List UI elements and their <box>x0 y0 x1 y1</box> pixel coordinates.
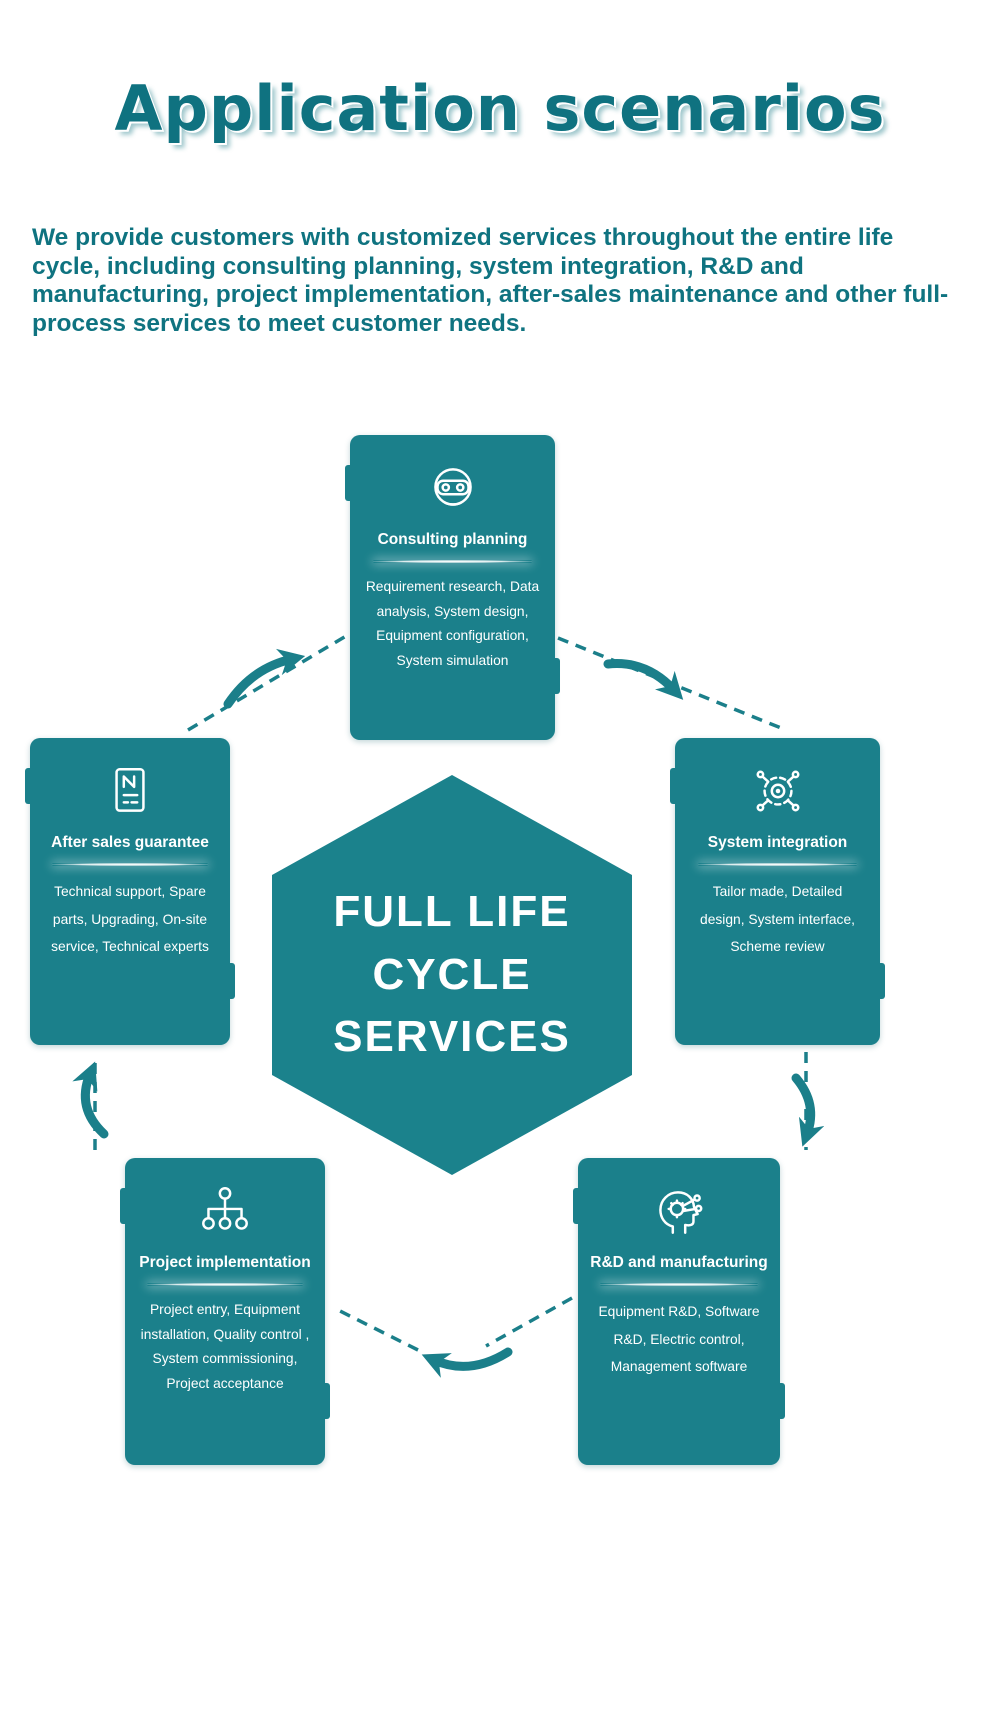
card-system-integration: System integration Tailor made, Detailed… <box>670 738 885 1045</box>
card-description: Tailor made, Detailed design, System int… <box>700 884 855 955</box>
hexagon-line-3: SERVICES <box>333 1012 571 1062</box>
card-after-sales-guarantee: After sales guarantee Technical support,… <box>25 738 235 1045</box>
dashed-link-top-to-right <box>557 636 787 732</box>
dashed-link-bottomright-to-arrow <box>485 1296 573 1348</box>
card-divider <box>52 863 208 866</box>
page-title: Application scenarios <box>114 72 886 145</box>
integration-icon <box>756 770 799 812</box>
card-title: System integration <box>707 834 848 851</box>
card-title: After sales guarantee <box>51 834 209 851</box>
arrow-left-to-top <box>223 648 306 709</box>
arrow-bottomright-to-bottomleft <box>421 1347 513 1378</box>
card-divider <box>600 1283 758 1286</box>
card-divider <box>697 863 858 866</box>
card-divider <box>147 1283 303 1286</box>
card-rd-and-manufacturing: R&D and manufacturing Equipment R&D, Sof… <box>573 1158 785 1465</box>
card-description: Project entry, Equipment installation, Q… <box>140 1302 310 1391</box>
card-project-implementation: Project implementation Project entry, Eq… <box>120 1158 330 1465</box>
intro-paragraph: We provide customers with customized ser… <box>32 224 949 337</box>
vr-headset-icon <box>433 468 472 506</box>
dashed-link-arrow-to-bottomleft <box>337 1308 419 1352</box>
card-consulting-planning: Consulting planning Requirement research… <box>345 435 560 740</box>
hexagon-line-2: CYCLE <box>372 949 532 999</box>
hexagon-line-1: FULL LIFE <box>333 887 571 937</box>
arrow-bottomleft-to-left <box>72 1061 109 1139</box>
document-icon <box>115 768 145 812</box>
org-chart-icon <box>202 1187 248 1230</box>
card-title: R&D and manufacturing <box>590 1254 768 1271</box>
card-description: Technical support, Spare parts, Upgradin… <box>51 884 209 955</box>
full-life-cycle-hexagon: FULL LIFE CYCLE SERVICES <box>272 775 632 1175</box>
hexagon-text: FULL LIFE CYCLE SERVICES <box>333 881 571 1068</box>
card-title: Project implementation <box>139 1254 311 1271</box>
head-circuit-icon <box>659 1191 703 1234</box>
dashed-link-left-to-top <box>187 634 347 732</box>
card-divider <box>372 560 533 563</box>
arrow-top-to-right <box>603 659 684 700</box>
arrow-right-to-bottomright <box>791 1073 825 1147</box>
card-description: Requirement research, Data analysis, Sys… <box>365 579 540 668</box>
card-description: Equipment R&D, Software R&D, Electric co… <box>598 1304 760 1375</box>
card-title: Consulting planning <box>377 531 528 548</box>
